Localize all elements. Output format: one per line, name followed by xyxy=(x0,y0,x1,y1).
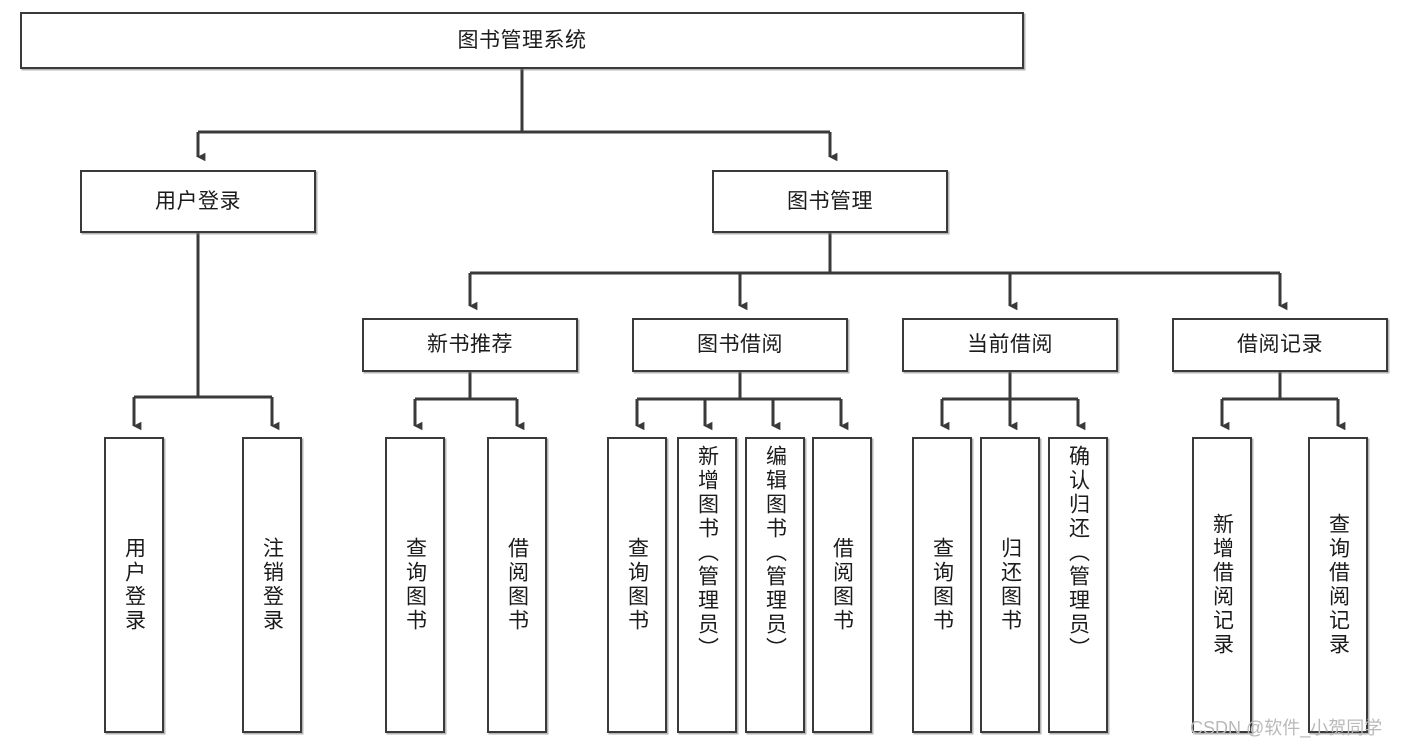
node-borrow-record[interactable]: 借阅记录 xyxy=(1172,318,1388,372)
node-leaf-user-login-label: 用户登录 xyxy=(122,537,146,633)
node-leaf-logout-label: 注销登录 xyxy=(260,537,284,633)
node-current-borrow[interactable]: 当前借阅 xyxy=(902,318,1118,372)
node-leaf-add-book[interactable]: 新增图书（管理员） xyxy=(677,437,737,733)
node-leaf-confirm-return[interactable]: 确认归还（管理员） xyxy=(1048,437,1108,733)
node-leaf-query-book-1-label: 查询图书 xyxy=(403,537,427,633)
node-leaf-user-login[interactable]: 用户登录 xyxy=(104,437,164,733)
node-leaf-borrow-book-1[interactable]: 借阅图书 xyxy=(487,437,547,733)
node-leaf-borrow-book-1-label: 借阅图书 xyxy=(505,537,529,633)
node-leaf-query-record-label: 查询借阅记录 xyxy=(1326,513,1350,657)
node-leaf-borrow-book-2[interactable]: 借阅图书 xyxy=(812,437,872,733)
node-new-book-recommend[interactable]: 新书推荐 xyxy=(362,318,578,372)
node-leaf-query-book-2[interactable]: 查询图书 xyxy=(607,437,667,733)
node-user-login-label: 用户登录 xyxy=(155,189,241,213)
node-borrow-record-label: 借阅记录 xyxy=(1237,333,1323,357)
node-leaf-add-book-label: 新增图书（管理员） xyxy=(695,445,719,661)
node-leaf-add-record-label: 新增借阅记录 xyxy=(1210,513,1234,657)
node-leaf-query-book-2-label: 查询图书 xyxy=(625,537,649,633)
node-book-borrow[interactable]: 图书借阅 xyxy=(632,318,848,372)
node-leaf-query-record[interactable]: 查询借阅记录 xyxy=(1308,437,1368,733)
node-new-book-recommend-label: 新书推荐 xyxy=(427,333,513,357)
node-leaf-query-book-3-label: 查询图书 xyxy=(930,537,954,633)
node-leaf-add-record[interactable]: 新增借阅记录 xyxy=(1192,437,1252,733)
node-leaf-borrow-book-2-label: 借阅图书 xyxy=(830,537,854,633)
node-leaf-return-book[interactable]: 归还图书 xyxy=(980,437,1040,733)
node-leaf-edit-book[interactable]: 编辑图书（管理员） xyxy=(745,437,805,733)
node-leaf-query-book-3[interactable]: 查询图书 xyxy=(912,437,972,733)
node-book-borrow-label: 图书借阅 xyxy=(697,333,783,357)
node-root-label: 图书管理系统 xyxy=(457,28,587,52)
node-book-management[interactable]: 图书管理 xyxy=(712,170,948,233)
node-leaf-logout[interactable]: 注销登录 xyxy=(242,437,302,733)
node-root[interactable]: 图书管理系统 xyxy=(20,12,1024,69)
node-leaf-confirm-return-label: 确认归还（管理员） xyxy=(1066,445,1090,661)
node-user-login[interactable]: 用户登录 xyxy=(80,170,316,233)
node-leaf-query-book-1[interactable]: 查询图书 xyxy=(385,437,445,733)
node-leaf-return-book-label: 归还图书 xyxy=(998,537,1022,633)
node-book-management-label: 图书管理 xyxy=(787,189,873,213)
node-leaf-edit-book-label: 编辑图书（管理员） xyxy=(763,445,787,661)
node-current-borrow-label: 当前借阅 xyxy=(967,333,1053,357)
